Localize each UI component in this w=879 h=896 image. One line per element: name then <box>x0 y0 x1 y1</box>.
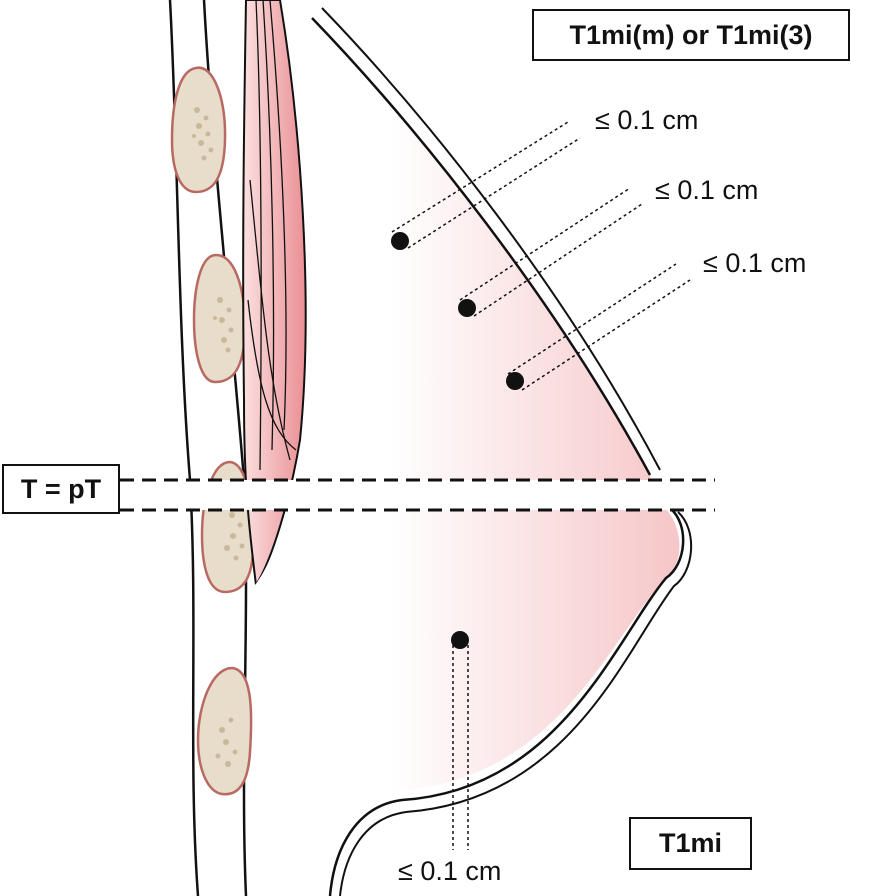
rib <box>170 66 227 194</box>
tumor-focus <box>451 631 469 649</box>
tumor-focus <box>458 299 476 317</box>
breast-tissue <box>255 18 680 896</box>
measure-label-focus-2: ≤ 0.1 cm <box>655 175 759 205</box>
breast-lower-outline <box>328 507 685 896</box>
measure-label-focus-1: ≤ 0.1 cm <box>595 105 699 135</box>
muscle-fibers <box>247 0 297 471</box>
measure-label-focus-3: ≤ 0.1 cm <box>703 248 807 278</box>
tumor-focus <box>506 372 524 390</box>
breast-lower-outline <box>339 511 692 896</box>
measure-label-focus-4: ≤ 0.1 cm <box>398 856 502 886</box>
section-cut-gap <box>140 480 715 510</box>
breast-skin-outline <box>311 17 652 476</box>
multifocal-stage-label: T1mi(m) or T1mi(3) <box>532 9 850 61</box>
tumor-focus <box>391 232 409 250</box>
t-equals-pt-label: T = pT <box>2 464 120 514</box>
single-focus-stage-label: T1mi <box>629 817 752 870</box>
breast-skin-outline <box>321 7 661 471</box>
measure-leaders <box>391 121 691 850</box>
ribs <box>170 66 255 796</box>
